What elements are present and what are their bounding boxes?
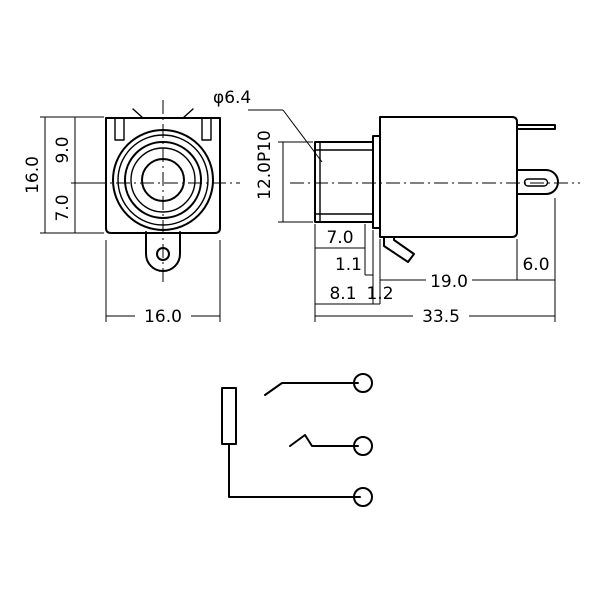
schematic-terminal-1 bbox=[353, 373, 373, 393]
front-notch-left bbox=[114, 117, 125, 141]
schematic-terminal-2 bbox=[353, 436, 373, 456]
dim-label-overall: 33.5 bbox=[422, 307, 460, 327]
dim-label-gap-a: 1.1 bbox=[335, 255, 362, 275]
flange bbox=[372, 135, 381, 229]
side-terminal bbox=[516, 169, 559, 195]
schematic-sleeve-line bbox=[228, 443, 361, 498]
dim-label-body: 19.0 bbox=[430, 272, 468, 292]
dim-label-height-lower: 7.0 bbox=[53, 194, 73, 221]
front-view: 16.0 9.0 7.0 16.0 bbox=[23, 100, 240, 327]
side-body bbox=[379, 116, 518, 238]
schematic-switch-1 bbox=[264, 382, 359, 396]
diameter-leader bbox=[282, 109, 323, 163]
mounting-hole bbox=[156, 247, 170, 261]
mounting-tab bbox=[145, 231, 181, 272]
front-body bbox=[105, 117, 221, 234]
top-terminal bbox=[516, 124, 556, 130]
dim-label-flange-offset: 8.1 bbox=[329, 284, 356, 304]
dim-label-height-upper: 9.0 bbox=[53, 136, 73, 163]
dim-label-width: 16.0 bbox=[144, 307, 182, 327]
dim-label-thread: 12.0P10 bbox=[255, 130, 275, 200]
front-jack-bore bbox=[141, 158, 185, 202]
threaded-sleeve bbox=[314, 141, 374, 223]
dim-label-diameter: φ6.4 bbox=[213, 88, 251, 108]
front-ring-4 bbox=[130, 147, 196, 213]
schematic-tip-contact bbox=[221, 387, 237, 445]
front-chamfer-left bbox=[132, 108, 144, 119]
front-notch-right bbox=[201, 117, 212, 141]
dim-label-pin: 6.0 bbox=[522, 255, 549, 275]
side-view: φ6.4 12.0P10 7.0 1.1 19.0 6.0 8.1 1.2 33 bbox=[213, 88, 580, 327]
dim-label-sleeve: 7.0 bbox=[326, 228, 353, 248]
dim-label-gap-b: 1.2 bbox=[366, 284, 393, 304]
schematic-switch-2 bbox=[289, 434, 359, 447]
terminal-slot bbox=[523, 178, 549, 187]
front-chamfer-right bbox=[182, 108, 194, 119]
schematic-terminal-3 bbox=[353, 487, 373, 507]
bottom-terminal bbox=[383, 236, 415, 263]
front-ring-3 bbox=[124, 141, 202, 219]
schematic-symbol bbox=[221, 373, 373, 507]
front-ring-2 bbox=[117, 134, 209, 226]
dim-label-height-total: 16.0 bbox=[23, 156, 43, 194]
front-outer-ring bbox=[112, 129, 214, 231]
